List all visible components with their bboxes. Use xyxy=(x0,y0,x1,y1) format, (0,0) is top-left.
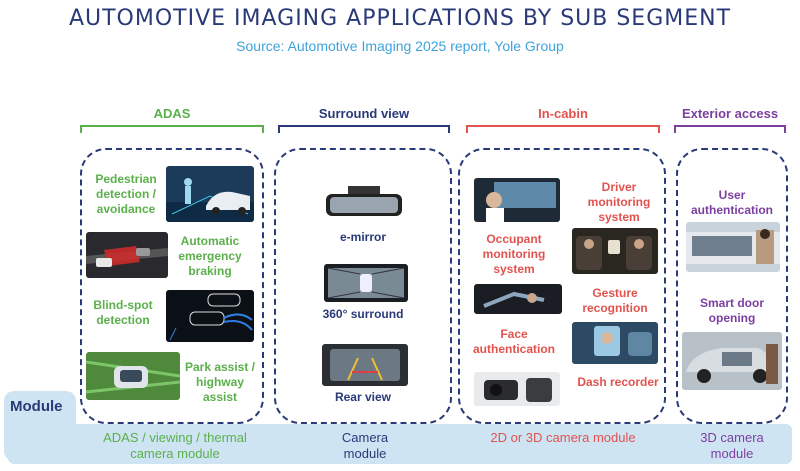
adas-item-pedestrian: Pedestrian detection / avoidance xyxy=(95,172,157,216)
incabin-item-face: Face authentication xyxy=(472,327,555,356)
bracket-adas xyxy=(80,125,264,133)
surround-360-image xyxy=(324,264,408,302)
surround-item-emirror: e-mirror xyxy=(339,230,386,244)
surround-item-360: 360° surround xyxy=(322,307,404,321)
incabin-item-gesture: Gesture recognition xyxy=(582,286,648,315)
segment-heading-surround: Surround view xyxy=(318,106,410,121)
bracket-surround xyxy=(278,125,450,133)
incabin-item-dashcam: Dash recorder xyxy=(577,375,659,389)
dash-recorder-image xyxy=(474,372,560,406)
module-adas: ADAS / viewing / thermal camera module xyxy=(103,430,247,461)
blind-spot-image xyxy=(166,290,254,342)
surround-item-rear: Rear view xyxy=(334,390,392,404)
module-incabin: 2D or 3D camera module xyxy=(490,430,636,445)
smart-door-image xyxy=(682,332,782,390)
bracket-exterior xyxy=(674,125,786,133)
incabin-item-oms: Occupant monitoring system xyxy=(482,232,546,276)
occupant-monitoring-image xyxy=(572,228,658,274)
module-surround: Camera module xyxy=(341,430,389,461)
page-subtitle: Source: Automotive Imaging 2025 report, … xyxy=(236,38,564,54)
adas-item-aeb: Automatic emergency braking xyxy=(178,234,242,278)
bracket-incabin xyxy=(466,125,660,133)
exterior-item-user-auth: User authentication xyxy=(690,188,773,217)
incabin-item-dms: Driver monitoring system xyxy=(587,180,651,224)
page-title: AUTOMOTIVE IMAGING APPLICATIONS BY SUB S… xyxy=(68,6,732,31)
face-authentication-image xyxy=(572,322,658,364)
exterior-box xyxy=(676,148,788,424)
incabin-box xyxy=(458,148,666,424)
module-band xyxy=(8,424,792,464)
module-exterior: 3D camera module xyxy=(700,430,764,461)
pedestrian-detection-image xyxy=(166,166,254,222)
rear-view-image xyxy=(322,344,408,386)
adas-item-blindspot: Blind-spot detection xyxy=(93,298,153,327)
gesture-recognition-image xyxy=(474,284,562,314)
adas-box xyxy=(80,148,264,424)
adas-item-park-assist: Park assist / highway assist xyxy=(184,360,256,404)
segment-heading-exterior: Exterior access xyxy=(681,106,779,121)
user-authentication-image xyxy=(686,222,780,272)
e-mirror-image xyxy=(322,186,406,222)
exterior-item-smart-door: Smart door opening xyxy=(699,296,764,325)
driver-monitoring-image xyxy=(474,178,560,222)
surround-box xyxy=(274,148,452,424)
segment-heading-incabin: In-cabin xyxy=(538,106,588,121)
park-assist-image xyxy=(86,352,180,400)
emergency-braking-image xyxy=(86,232,168,278)
module-row-label: Module xyxy=(10,398,63,415)
segment-heading-adas: ADAS xyxy=(153,106,191,121)
